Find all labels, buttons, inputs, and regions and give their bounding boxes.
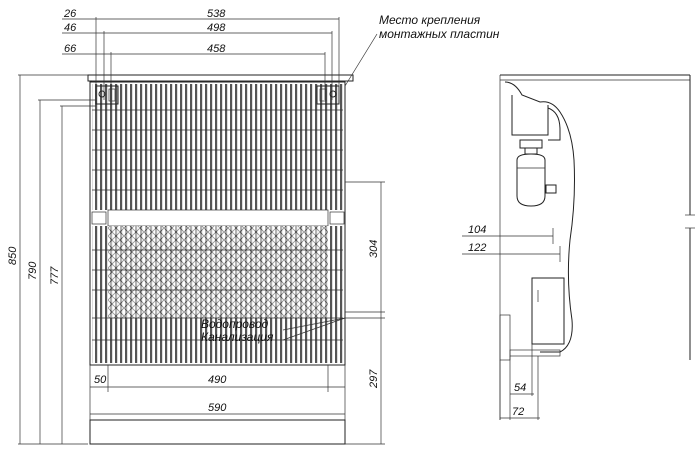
side-view [462,74,695,420]
dim-850: 850 [7,246,19,265]
dim-590: 590 [208,402,227,414]
countertop [87,74,354,82]
front-view [18,17,385,445]
mounting-note-line2: монтажных пластин [379,27,500,41]
dim-490: 490 [208,374,227,386]
dim-66: 66 [64,43,77,55]
dim-54: 54 [514,382,526,394]
upper-panel [92,84,343,210]
dim-50: 50 [94,374,107,386]
dim-538: 538 [207,8,226,20]
water-label: Водопровод [201,317,269,331]
dim-304: 304 [368,240,380,258]
dim-777: 777 [49,266,61,285]
top-dimension-lines [62,17,340,100]
cabinet-box [531,277,565,345]
mounting-note-line1: Место крепления [379,13,481,27]
dim-26: 26 [63,8,77,20]
floor [509,349,561,357]
dim-104: 104 [468,224,486,236]
basin-profile [504,81,575,353]
dim-458: 458 [207,43,226,55]
base-outline [89,419,346,445]
wall [499,314,511,361]
dim-498: 498 [207,22,226,34]
cabinet-body [89,81,346,366]
dim-790: 790 [27,261,39,280]
dim-122: 122 [468,242,486,254]
side-dimension-lines [462,228,561,420]
sewer-label: Канализация [201,330,274,344]
bottom-dimension-lines [89,365,346,444]
left-dimension-lines [18,74,96,445]
dim-297: 297 [368,369,380,389]
right-dimension-lines [345,181,385,445]
dim-46: 46 [64,22,77,34]
dim-72: 72 [512,406,524,418]
rail-band [107,209,329,227]
siphon [516,139,557,207]
